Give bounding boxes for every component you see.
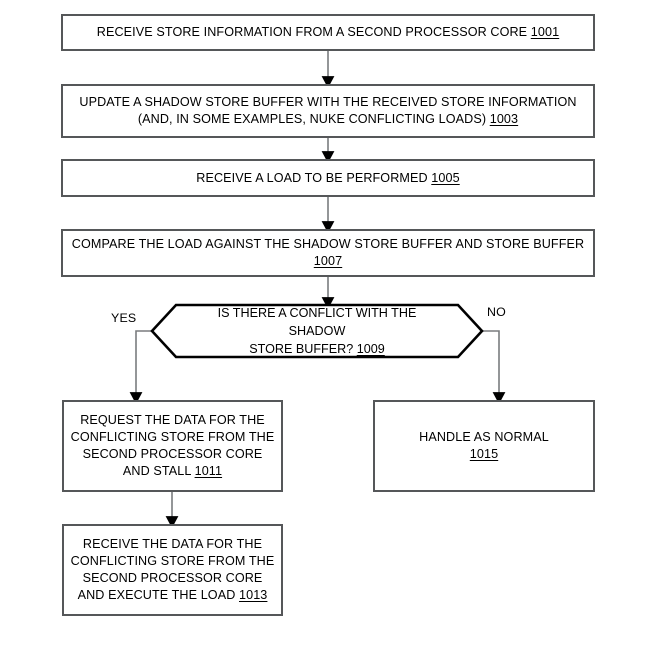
reference-numeral-1011: 1011 (194, 464, 223, 478)
process-node-1007[interactable]: COMPARE THE LOAD AGAINST THE SHADOW STOR… (61, 229, 595, 277)
node-label-1001: RECEIVE STORE INFORMATION FROM A SECOND … (96, 25, 560, 39)
node-label-1003: UPDATE A SHADOW STORE BUFFER WITH THE RE… (79, 95, 577, 126)
reference-numeral-1007: 1007 (313, 254, 343, 268)
reference-numeral-1009: 1009 (356, 342, 385, 356)
edge-1009-1015-no (483, 330, 506, 405)
reference-numeral-1005: 1005 (431, 170, 460, 185)
reference-numeral-1001: 1001 (530, 25, 560, 39)
branch-label-yes: YES (111, 311, 137, 325)
hexagon-shape (150, 303, 484, 359)
reference-numeral-1003: 1003 (489, 112, 519, 126)
node-label-1007: COMPARE THE LOAD AGAINST THE SHADOW STOR… (71, 237, 585, 268)
process-node-1005[interactable]: RECEIVE A LOAD TO BE PERFORMED 1005 (61, 159, 595, 197)
reference-numeral-1013: 1013 (239, 588, 268, 602)
reference-numeral-1015: 1015 (469, 447, 499, 461)
node-label-1005: RECEIVE A LOAD TO BE PERFORMED 1005 (196, 170, 460, 185)
process-node-1001[interactable]: RECEIVE STORE INFORMATION FROM A SECOND … (61, 14, 595, 51)
process-node-1003[interactable]: UPDATE A SHADOW STORE BUFFER WITH THE RE… (61, 84, 595, 138)
branch-label-no: NO (487, 305, 506, 319)
